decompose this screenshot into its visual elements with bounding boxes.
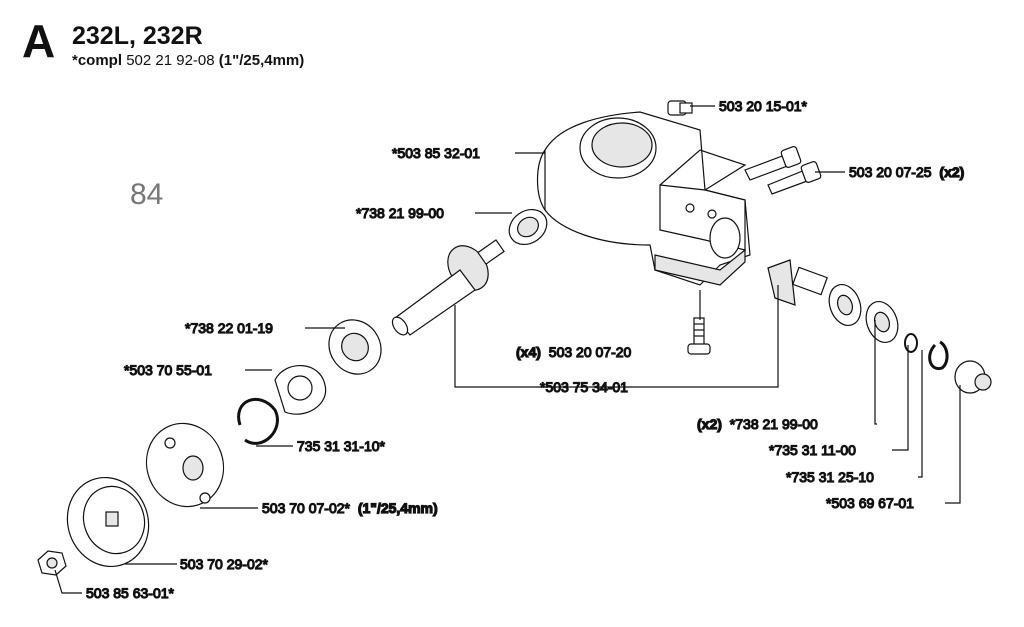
- label-503-70-29-02: 503 70 29-02*: [180, 556, 269, 572]
- label-503-20-15-01: 503 20 15-01*: [719, 98, 808, 114]
- part-number: *503 69 67-01: [826, 495, 914, 511]
- label-503-85-32-01: *503 85 32-01: [392, 145, 480, 161]
- label-735-31-11-00: *735 31 11-00: [769, 442, 856, 458]
- part-number: 503 70 07-02*: [262, 500, 351, 516]
- quantity-prefix: (x4): [516, 344, 541, 360]
- label-503-20-07-25: 503 20 07-25 (x2): [849, 164, 964, 180]
- complete-assembly-line: *compl 502 21 92-08 (1"/25,4mm): [72, 52, 304, 70]
- circlip: [237, 397, 279, 445]
- label-735-31-25-10: *735 31 25-10: [786, 469, 874, 485]
- seal-ring: [328, 319, 382, 375]
- label-503-85-63-01: 503 85 63-01*: [86, 585, 175, 601]
- label-503-70-55-01: *503 70 55-01: [124, 362, 212, 378]
- bevel-gear: [767, 259, 828, 306]
- part-number: *735 31 11-00: [769, 442, 856, 458]
- page-number: 84: [130, 178, 164, 211]
- model-title: 232L, 232R: [72, 22, 203, 50]
- pinion-gear-shaft: [391, 239, 505, 336]
- bearing-right-1: [828, 284, 862, 326]
- leader-lines: [54, 105, 961, 594]
- part-number: 503 20 07-20: [549, 344, 632, 360]
- part-number: *738 21 99-00: [356, 205, 444, 221]
- label-738-21-99-00-x2: (x2) *738 21 99-00: [697, 416, 818, 432]
- part-number: *738 21 99-00: [730, 416, 818, 432]
- part-number: *503 75 34-01: [540, 379, 628, 395]
- retaining-ring-large: [928, 340, 949, 371]
- quantity-suffix: (x2): [939, 164, 964, 180]
- drive-disc: [145, 422, 225, 508]
- compl-part-number: 502 21 92-08: [126, 52, 215, 69]
- quantity-prefix: (x2): [697, 416, 722, 432]
- part-number: 735 31 31-10*: [297, 438, 386, 454]
- part-number: *735 31 25-10: [786, 469, 874, 485]
- label-503-69-67-01: *503 69 67-01: [826, 495, 914, 511]
- label-503-20-07-20: (x4) 503 20 07-20: [516, 344, 632, 360]
- bolts-pair: [744, 146, 822, 195]
- part-number: *503 70 55-01: [124, 362, 212, 378]
- compl-prefix: *compl: [72, 52, 123, 69]
- part-number: *503 85 32-01: [392, 145, 480, 161]
- part-number: 503 85 63-01*: [86, 585, 175, 601]
- size-suffix: (1"/25,4mm): [358, 500, 438, 516]
- part-number: *738 22 01-19: [185, 320, 273, 336]
- gear-housing: [536, 111, 751, 286]
- part-number: 503 70 29-02*: [180, 556, 269, 572]
- compl-size: (1"/25,4mm): [218, 52, 305, 69]
- screw-bottom: [687, 317, 711, 355]
- bearing-upper: [508, 208, 548, 246]
- label-738-21-99-00: *738 21 99-00: [356, 205, 444, 221]
- support-cup: [66, 476, 150, 568]
- label-738-22-01-19: *738 22 01-19: [185, 320, 273, 336]
- end-cap: [954, 360, 992, 394]
- label-735-31-31-10: 735 31 31-10*: [297, 438, 386, 454]
- bearing-right-2: [865, 301, 899, 343]
- label-503-70-07-02: 503 70 07-02* (1"/25,4mm): [262, 500, 438, 516]
- section-letter: A: [22, 15, 56, 67]
- part-number: 503 20 07-25: [849, 164, 932, 180]
- screw-top: [667, 100, 693, 116]
- label-503-75-34-01: *503 75 34-01: [540, 379, 628, 395]
- thrust-washer: [274, 365, 327, 415]
- retaining-ring-small: [904, 333, 918, 353]
- nut: [37, 550, 67, 576]
- part-number: 503 20 15-01*: [719, 98, 808, 114]
